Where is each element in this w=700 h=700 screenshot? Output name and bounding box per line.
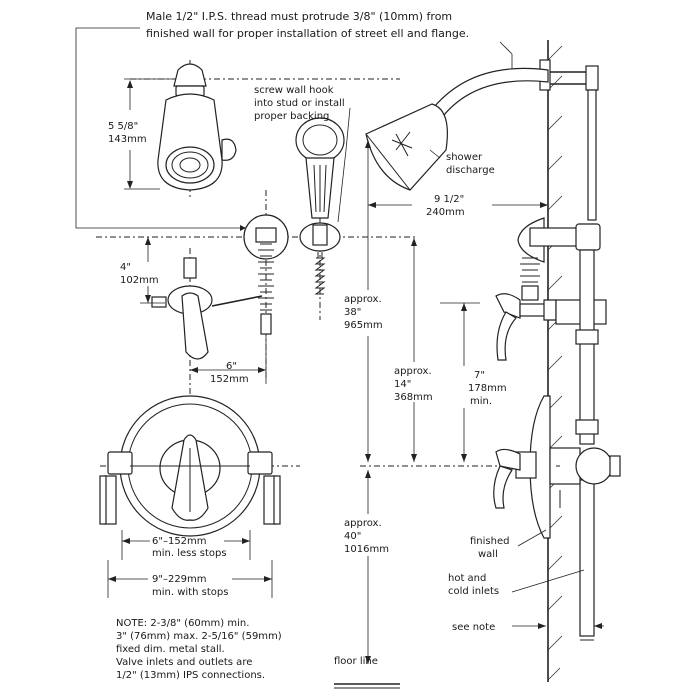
bottom-note-line4: Valve inlets and outlets are [116, 657, 252, 668]
inlets-1: hot and [448, 573, 486, 584]
dim-less-stops [121, 530, 251, 560]
dim-40-mm: 1016mm [344, 544, 389, 555]
bottom-note-line3: fixed dim. metal stall. [116, 644, 225, 655]
dim-7-mm: 178mm [468, 383, 507, 394]
finished-wall-2: wall [478, 549, 498, 560]
bottom-note-line1: NOTE: 2-3/8" (60mm) min. [116, 618, 249, 629]
finished-wall [547, 40, 563, 682]
dim-with-stops [107, 560, 273, 598]
shower-head-front [157, 63, 237, 191]
header-note-line1: Male 1/2" I.P.S. thread must protrude 3/… [146, 10, 452, 23]
hook-note-line1: screw wall hook [254, 85, 334, 96]
see-note: see note [452, 622, 495, 633]
dim-arm-mm: 240mm [426, 207, 465, 218]
hook-note-leader [337, 107, 351, 223]
inlets-2: cold inlets [448, 586, 499, 597]
riser-pipe-side [575, 249, 599, 641]
hook-note-line3: proper backing [254, 111, 329, 122]
dim-head-height-mm: 143mm [108, 134, 147, 145]
shower-head-side [365, 103, 448, 191]
dim-valve-above-floor [365, 470, 371, 664]
dim-arm-projection [368, 202, 548, 208]
dim-diverter-w-mm: 152mm [210, 374, 249, 385]
dim-diverter-in: 4" [120, 262, 131, 273]
dim-38-approx: approx. [344, 294, 382, 305]
finished-wall-leader [517, 529, 547, 547]
header-note-line2: finished wall for proper installation of… [146, 27, 469, 40]
finished-wall-1: finished [470, 536, 509, 547]
dim-with-stops-2: min. with stops [152, 587, 228, 598]
dim-14-mm: 368mm [394, 392, 433, 403]
inlets-leader [511, 569, 585, 593]
dim-40-approx: approx. [344, 518, 382, 529]
dim-40-in: 40" [344, 531, 361, 542]
floor-line-label: floor line [334, 656, 378, 667]
dim-min-separation [440, 302, 480, 462]
valve-body-side [493, 395, 621, 539]
dim-diverter-mm: 102mm [120, 275, 159, 286]
dim-38-in: 38" [344, 307, 361, 318]
dim-head-height-in: 5 5/8" [108, 121, 138, 132]
bottom-note-line5: 1/2" (13mm) IPS connections. [116, 670, 265, 681]
dim-diverter-above-valve [411, 238, 417, 462]
dim-arm-in: 9 1/2" [434, 194, 464, 205]
dim-less-stops-2: min. less stops [152, 548, 227, 559]
diverter-valve-front [151, 257, 263, 360]
dim-diverter-w-in: 6" [226, 361, 237, 372]
dim-38-mm: 965mm [344, 320, 383, 331]
dim-head-above-valve [365, 140, 371, 462]
dim-7-in: 7" [474, 370, 485, 381]
dim-14-approx: approx. [394, 366, 432, 377]
shower-discharge-2: discharge [446, 165, 495, 176]
bottom-note-line2: 3" (76mm) max. 2-5/16" (59mm) [116, 631, 282, 642]
hook-note-line2: into stud or install [254, 98, 345, 109]
dim-7-min: min. [470, 396, 492, 407]
dim-less-stops-1: 6"–152mm [152, 536, 207, 547]
dim-14-in: 14" [394, 379, 411, 390]
dim-head-height [124, 78, 176, 190]
shower-discharge-1: shower [446, 152, 483, 163]
hand-shower [295, 117, 345, 295]
supply-elbow-front [243, 214, 289, 335]
dim-with-stops-1: 9"–229mm [152, 574, 207, 585]
dim-diverter-horizontal [190, 334, 267, 384]
valve-inlets-front [99, 451, 281, 525]
floor-line [334, 683, 400, 689]
see-note-leader [512, 623, 604, 629]
dim-diverter-vertical [140, 237, 165, 304]
shower-discharge-leader [429, 149, 441, 159]
